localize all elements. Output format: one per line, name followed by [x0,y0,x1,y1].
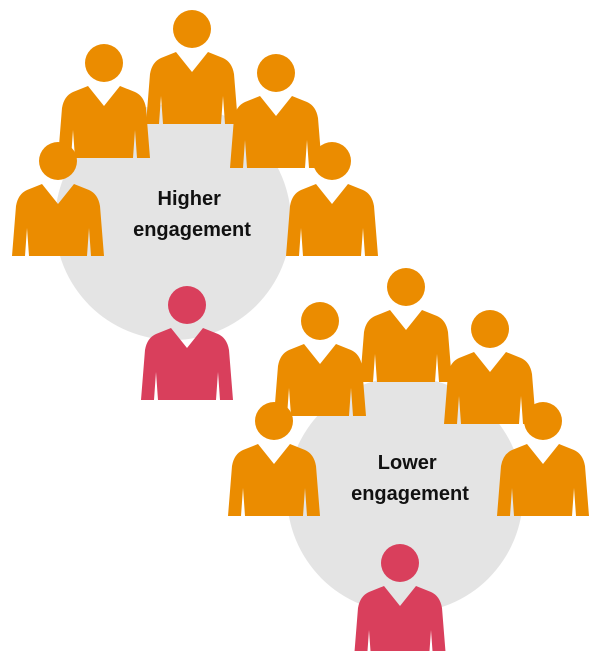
group-label-line-2: engagement [351,483,469,505]
peer-person-icon [274,302,366,416]
peer-person-icon [444,310,536,424]
group-circle [287,377,523,613]
peer-person-icon [146,10,238,124]
group-label-line-1: Lower [378,452,437,474]
group-label-line-2: engagement [133,219,251,241]
group-higher-engagement: Higher engagement [12,10,378,400]
group-lower-engagement: Lower engagement [228,268,589,651]
group-label: Higher engagement [133,188,251,241]
peer-person-icon [58,44,150,158]
group-label-line-1: Higher [158,188,222,210]
peer-person-icon [228,402,320,516]
group-label: Lower engagement [351,452,469,505]
peer-person-icon [360,268,452,382]
peer-person-icon [230,54,322,168]
